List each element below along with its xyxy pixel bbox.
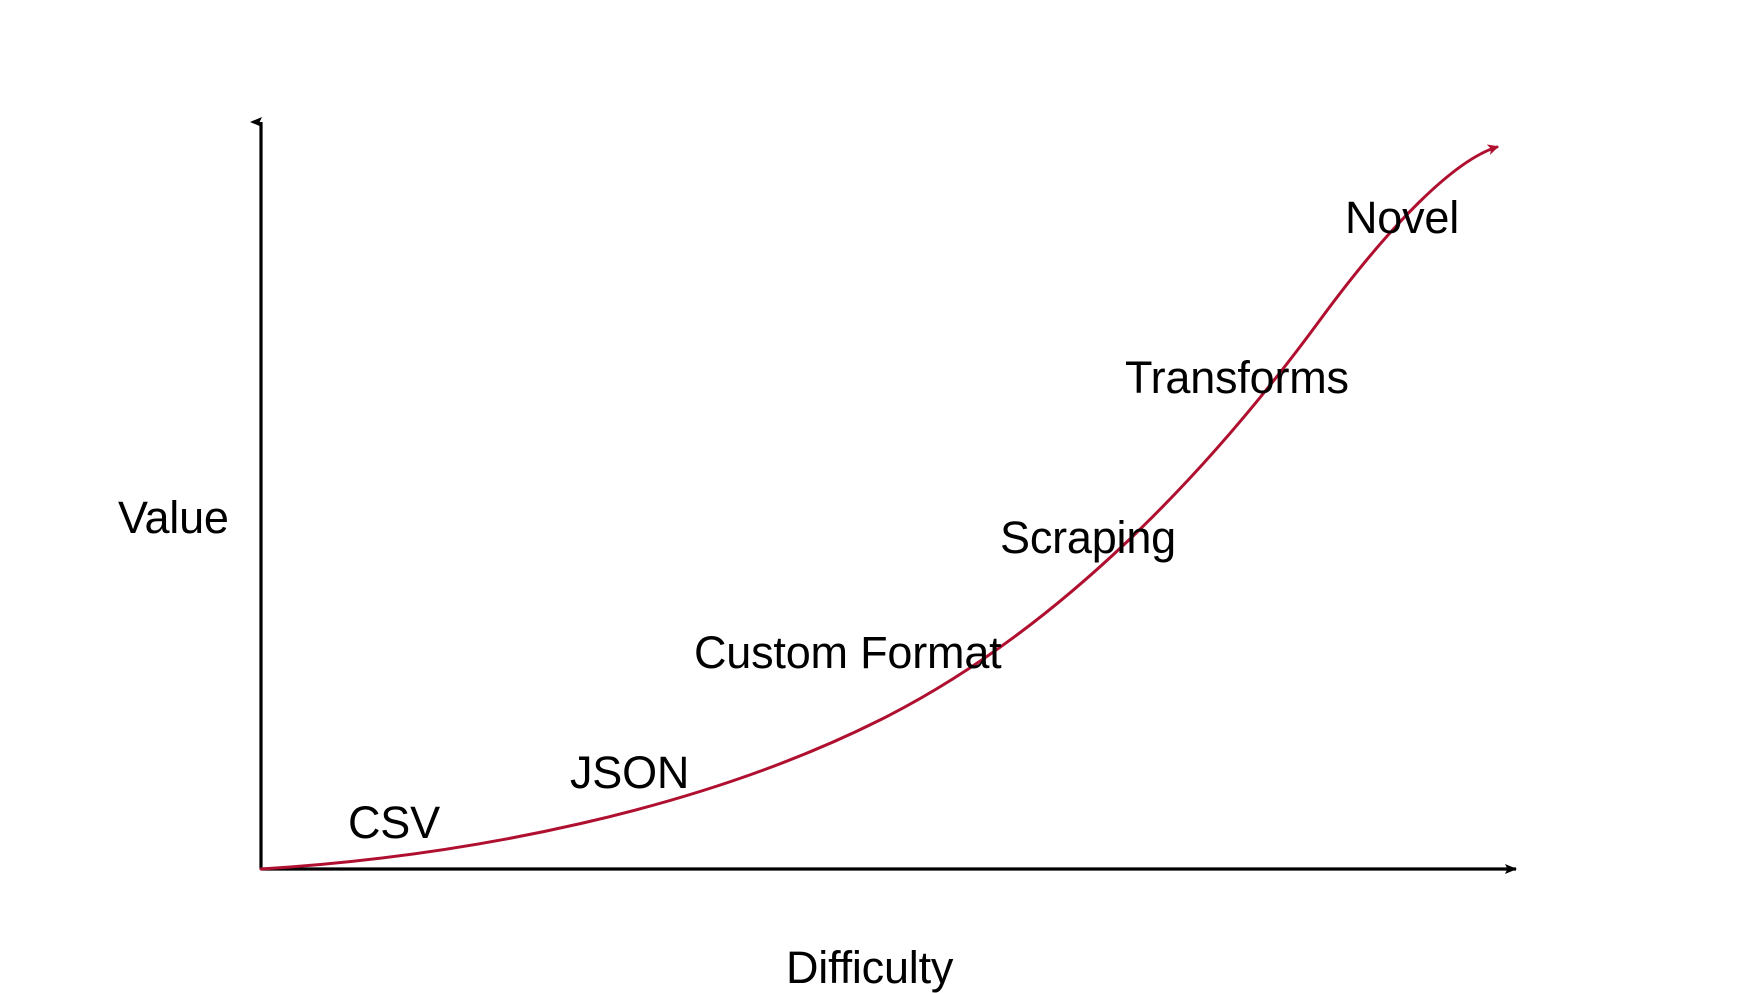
value-difficulty-curve xyxy=(259,144,1499,871)
curve-annotation-novel: Novel xyxy=(1345,192,1460,243)
curve-annotation-csv: CSV xyxy=(348,797,440,848)
curve-annotation-custom-format: Custom Format xyxy=(694,627,1002,678)
curve-annotation-scraping: Scraping xyxy=(1000,512,1177,563)
x-axis-label: Difficulty xyxy=(786,942,954,993)
curve-annotation-transforms: Transforms xyxy=(1125,352,1349,403)
y-axis-label: Value xyxy=(118,492,229,543)
curve-annotation-json: JSON xyxy=(570,747,690,798)
